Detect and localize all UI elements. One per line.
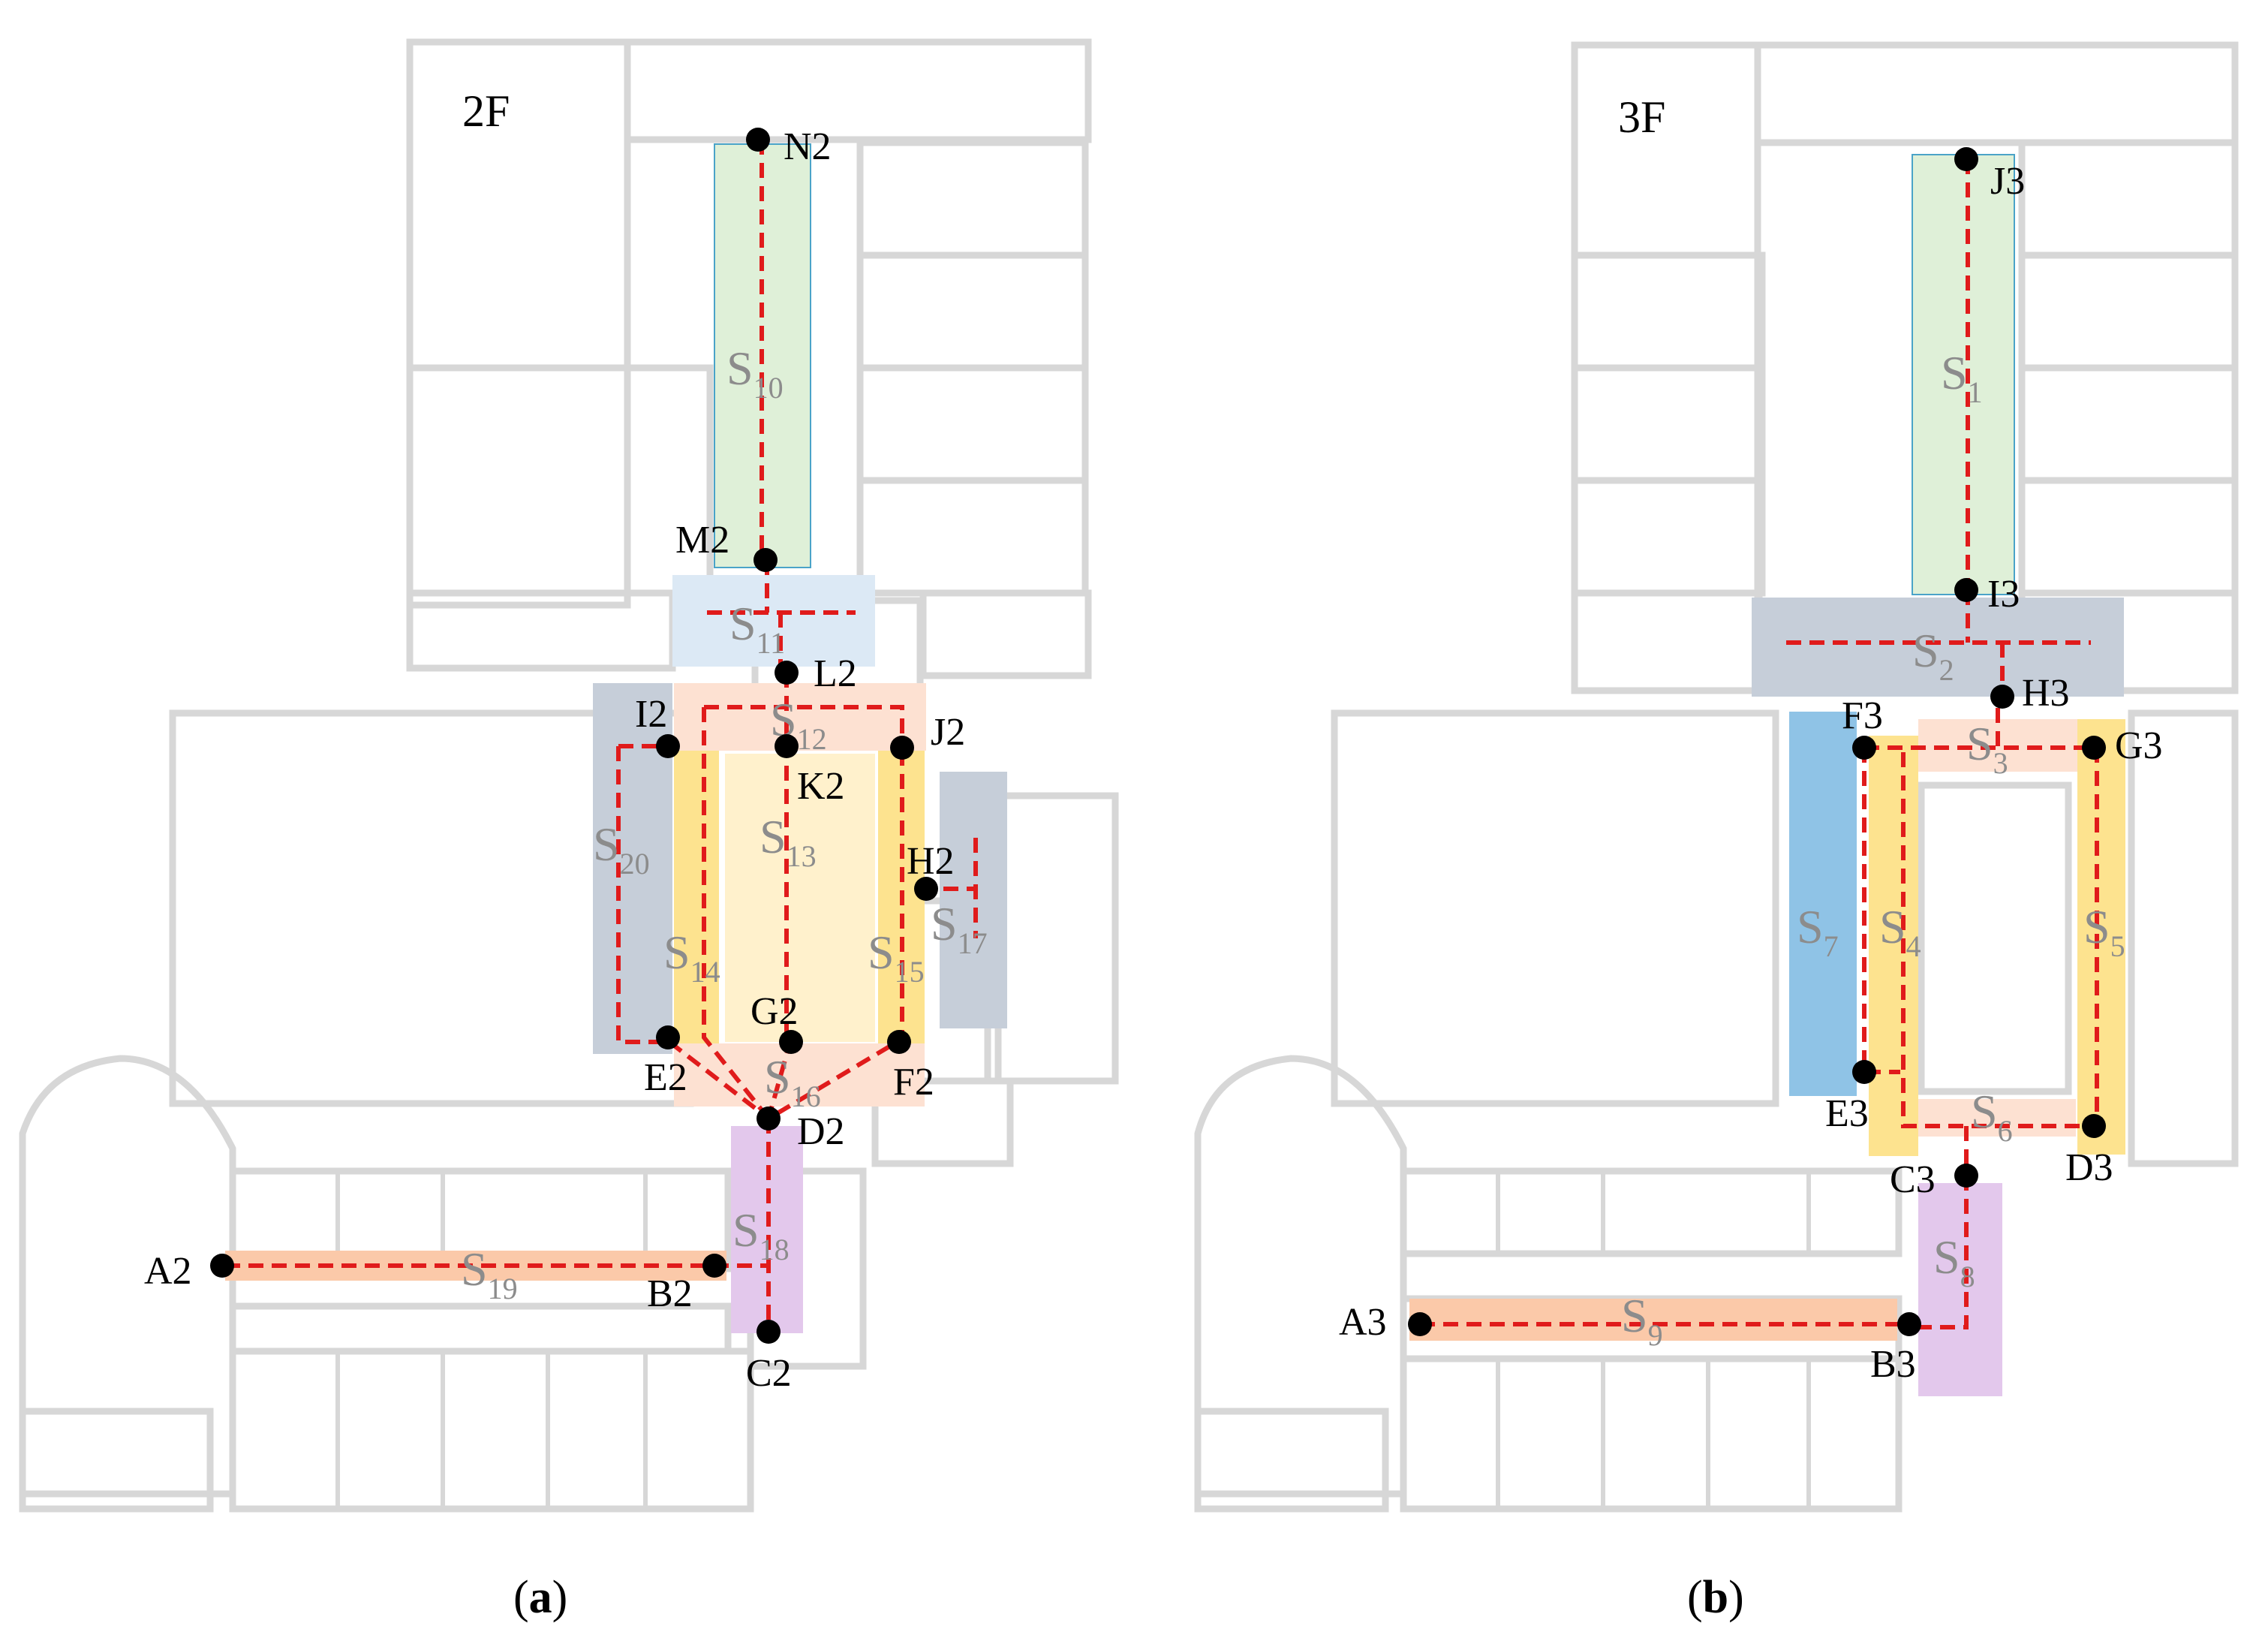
zone-s17	[940, 772, 1007, 1028]
node-label-j3: J3	[1990, 160, 2025, 203]
panel-b-node-labels: J3 I3 H3 F3 G3 E3 D3 C3 A3 B3	[1339, 160, 2163, 1386]
segment-label-s2: S2	[1912, 624, 1954, 687]
segment-label-s17: S17	[931, 897, 988, 960]
node-j2	[890, 736, 914, 760]
node-label-a2: A2	[144, 1250, 192, 1293]
node-label-h3: H3	[2022, 672, 2070, 715]
node-label-d3: D3	[2065, 1146, 2113, 1189]
segment-label-s13: S13	[760, 810, 817, 873]
node-f3	[1852, 736, 1876, 760]
panel-a-nodes	[210, 128, 938, 1344]
zone-s2	[1752, 598, 2124, 697]
segment-label-s1: S1	[1941, 346, 1983, 409]
node-h3	[1990, 685, 2014, 709]
segment-label-s9: S9	[1621, 1289, 1663, 1352]
node-label-f3: F3	[1842, 694, 1883, 737]
segment-label-s20: S20	[593, 817, 650, 881]
node-label-k2: K2	[797, 765, 845, 808]
panel-b-floorplan: S1 S2 S3 S4 S5 S6 S7 S8 S9 J3 I3 H3	[1194, 41, 2239, 1623]
node-label-e3: E3	[1825, 1092, 1869, 1135]
node-label-a3: A3	[1339, 1301, 1387, 1344]
node-l2	[775, 661, 799, 685]
zone-s18	[731, 1126, 803, 1333]
node-m2	[753, 548, 778, 572]
zone-s7	[1789, 712, 1857, 1096]
node-label-g3: G3	[2115, 724, 2163, 767]
node-g3	[2082, 736, 2106, 760]
node-label-n2: N2	[784, 125, 832, 168]
zone-s13	[725, 754, 875, 1042]
node-a2	[210, 1254, 234, 1278]
node-j3	[1954, 147, 1978, 171]
node-label-f2: F2	[893, 1061, 934, 1104]
segment-label-s16: S16	[764, 1050, 821, 1113]
node-i3	[1954, 578, 1978, 602]
segment-label-s18: S18	[732, 1203, 790, 1266]
panel-b-segment-labels: S1 S2 S3 S4 S5 S6 S7 S8 S9	[1621, 346, 2125, 1352]
node-c3	[1954, 1164, 1978, 1188]
segment-label-s8: S8	[1933, 1230, 1975, 1293]
node-label-d2: D2	[797, 1110, 845, 1153]
segment-label-s15: S15	[868, 926, 925, 989]
node-label-i2: I2	[635, 693, 667, 736]
node-label-l2: L2	[814, 652, 857, 695]
zone-s6	[1918, 1099, 2076, 1137]
zone-s11	[672, 575, 875, 667]
floor-label-2f: 2F	[462, 86, 510, 136]
panel-a-zones	[225, 143, 1007, 1333]
segment-label-s3: S3	[1966, 717, 2008, 780]
node-label-c2: C2	[746, 1352, 792, 1395]
node-label-c3: C3	[1890, 1158, 1936, 1201]
node-d2	[757, 1107, 781, 1131]
node-label-b2: B2	[647, 1272, 693, 1315]
node-label-e2: E2	[644, 1056, 687, 1099]
segment-label-s11: S11	[729, 597, 785, 660]
segment-label-s14: S14	[663, 926, 720, 989]
node-label-m2: M2	[675, 519, 729, 562]
segment-label-s5: S5	[2083, 900, 2125, 963]
zone-s12	[674, 683, 926, 751]
node-c2	[757, 1320, 781, 1344]
node-label-j2: J2	[931, 711, 965, 754]
node-label-h2: H2	[907, 840, 955, 883]
zone-s8	[1918, 1183, 2002, 1396]
node-e2	[656, 1025, 680, 1049]
node-k2	[775, 734, 799, 758]
panel-a-floorplan: S10 S11 S12 S13 S14 S15 S16 S17 S18 S19 …	[19, 38, 1119, 1623]
node-label-b3: B3	[1870, 1343, 1916, 1386]
panel-b-zones	[1409, 154, 2125, 1396]
segment-label-s19: S19	[461, 1242, 518, 1305]
zone-s14	[674, 751, 719, 1043]
node-e3	[1852, 1060, 1876, 1084]
node-i2	[656, 734, 680, 758]
panel-b-nodes	[1408, 147, 2106, 1336]
zone-s5	[2077, 719, 2125, 1155]
segment-label-s10: S10	[726, 342, 784, 405]
segment-label-s7: S7	[1797, 900, 1839, 963]
node-n2	[746, 128, 770, 152]
caption-a: (a)	[513, 1572, 567, 1623]
node-g2	[779, 1030, 803, 1054]
node-label-g2: G2	[750, 990, 799, 1033]
panel-b-walls	[1194, 41, 2239, 1513]
caption-b: (b)	[1687, 1572, 1744, 1623]
node-b2	[702, 1254, 726, 1278]
floor-label-3f: 3F	[1618, 92, 1665, 142]
panel-a-node-labels: N2 M2 L2 K2 I2 J2 H2 G2 E2 F2 D2 A2 B2 C…	[144, 125, 965, 1395]
zone-s4	[1869, 736, 1918, 1156]
zone-s9	[1409, 1299, 1897, 1341]
node-b3	[1897, 1312, 1921, 1336]
node-a3	[1408, 1312, 1432, 1336]
segment-label-s6: S6	[1971, 1085, 2013, 1148]
segment-label-s4: S4	[1879, 900, 1921, 963]
node-d3	[2082, 1114, 2106, 1138]
node-h2	[914, 877, 938, 901]
node-label-i3: I3	[1987, 573, 2020, 616]
panel-a-segment-labels: S10 S11 S12 S13 S14 S15 S16 S17 S18 S19 …	[461, 342, 988, 1305]
node-f2	[887, 1030, 911, 1054]
